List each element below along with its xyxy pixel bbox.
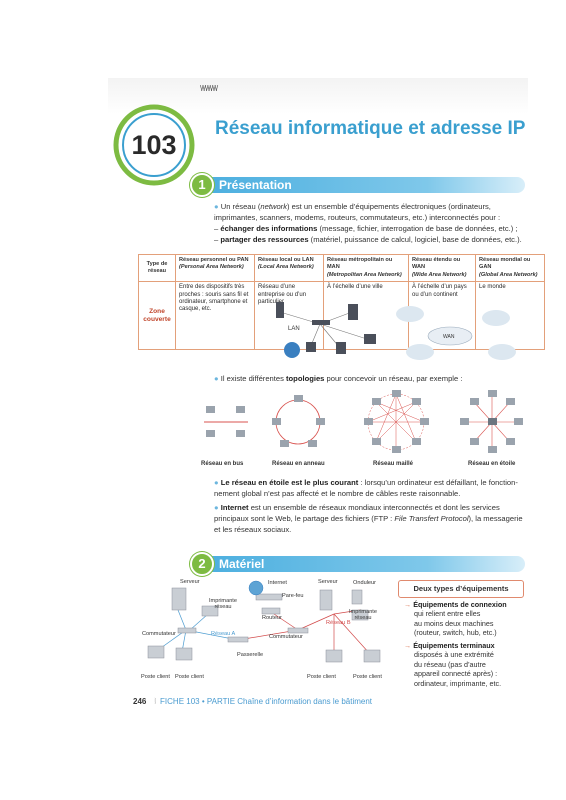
label-internet: Internet — [268, 580, 287, 586]
zone-pan: Entre des dispositifs très proches : sou… — [175, 281, 255, 351]
label-onduleur: Onduleur — [353, 580, 377, 586]
equipment-connexion: → Équipements de connexion qui relient e… — [404, 600, 507, 638]
server-icon — [336, 342, 346, 354]
col-wan-header: Réseau étendu ou WAN(Wide Area Network) — [408, 253, 476, 283]
section-1-number: 1 — [190, 173, 214, 197]
computer-icon — [206, 406, 215, 413]
laptop-icon — [175, 647, 193, 661]
printer-icon — [351, 609, 369, 621]
footer-fiche: FICHE 103 — [160, 697, 200, 706]
printer-icon — [306, 342, 316, 352]
label-commutateur2: Commutateur — [269, 634, 303, 640]
row-header-type: Type de réseau — [138, 253, 176, 283]
computer-icon — [236, 430, 245, 437]
gateway-icon — [227, 636, 249, 643]
laptop-icon — [363, 649, 381, 663]
label-client4: Poste client — [353, 674, 382, 680]
laptop-icon — [147, 645, 165, 659]
fiche-number-badge: 103 — [113, 104, 195, 186]
ups-icon — [351, 589, 363, 605]
server-icon — [171, 587, 187, 611]
col-man-header: Réseau métropolitain ou MAN(Metropolitan… — [323, 253, 409, 283]
ring-topology — [272, 395, 325, 447]
label-passerelle: Passerelle — [237, 652, 264, 658]
caption-mesh: Réseau maillé — [373, 461, 414, 467]
section-2-number: 2 — [190, 552, 214, 576]
computer-icon — [236, 406, 245, 413]
caption-star: Réseau en étoile — [468, 461, 516, 467]
topologies-diagram — [204, 390, 523, 453]
router-icon — [261, 607, 281, 615]
caption-ring: Réseau en anneau — [272, 461, 325, 467]
page-footer: 246⦚FICHE 103 • PARTIE Chaîne d’informat… — [133, 697, 373, 706]
hardware-diagram — [147, 580, 381, 663]
label-client2: Poste client — [175, 674, 204, 680]
intro-paragraph: ● Un réseau (network) est un ensemble d’… — [214, 202, 522, 244]
arrow-icon: → — [404, 600, 412, 609]
label-parefeu: Pare-feu — [282, 593, 304, 599]
col-gan-header: Réseau mondial ou GAN(Global Area Networ… — [475, 253, 545, 283]
label-imprimante1: Imprimante réseau — [209, 598, 237, 610]
section-1-bar — [199, 177, 525, 193]
laptop-icon — [325, 649, 343, 663]
tower-icon — [348, 304, 358, 320]
monitor-icon — [364, 334, 376, 344]
network-illustration: LAN WAN — [276, 302, 516, 360]
switch-icon — [312, 320, 330, 325]
internet-paragraph: ● Internet est un ensemble de réseaux mo… — [214, 503, 523, 534]
section-1-title: Présentation — [219, 178, 292, 192]
topologies-intro: ● Il existe différentes pour concevoir u… — [214, 374, 463, 383]
printer-icon — [201, 605, 219, 617]
bus-topology — [204, 406, 248, 437]
col-lan-header: Réseau local ou LAN(Local Area Network) — [254, 253, 324, 283]
tower-icon — [276, 302, 284, 318]
section-2-title: Matériel — [219, 557, 265, 571]
globe-icon — [248, 580, 264, 596]
switch-icon — [177, 627, 197, 634]
computer-icon — [206, 430, 215, 437]
row-header-zone: Zone couverte — [138, 281, 176, 351]
zone-lan: Réseau d’une entreprise ou d’un particul… — [254, 281, 324, 351]
label-client1: Poste client — [141, 674, 170, 680]
globe-icon — [284, 342, 300, 358]
col-pan-header: Réseau personnel ou PAN(Personal Area Ne… — [175, 253, 255, 283]
equipment-terminaux: → Équipements terminaux disposés à une e… — [404, 641, 502, 688]
page-title: Réseau informatique et adresse IP — [215, 118, 526, 139]
label-reseau-b: Réseau B — [326, 620, 351, 626]
firewall-icon — [255, 593, 283, 601]
star-paragraph: ● Le réseau en étoile est le plus couran… — [214, 478, 518, 498]
page-number: 246 — [133, 697, 147, 706]
header-band — [108, 78, 528, 114]
label-reseau-a: Réseau A — [211, 631, 236, 637]
label-serveur1: Serveur — [180, 579, 200, 585]
equipment-types-box-title: Deux types d’équipements — [398, 580, 524, 598]
label-client3: Poste client — [307, 674, 336, 680]
section-2-bar — [199, 556, 525, 572]
zone-gan: Le monde — [475, 281, 545, 351]
fiche-number: 103 — [131, 130, 176, 160]
zigzag-decoration: \/\/\/\/\/\/\/ — [200, 84, 218, 93]
label-commutateur1: Commutateur — [142, 631, 176, 637]
caption-bus: Réseau en bus — [201, 461, 244, 467]
svg-text:LAN: LAN — [288, 326, 300, 332]
arrow-icon: → — [404, 641, 412, 650]
switch-icon — [287, 627, 309, 634]
server-icon — [319, 589, 333, 611]
label-imprimante2: Imprimante réseau — [349, 609, 377, 621]
label-serveur2: Serveur — [318, 579, 338, 585]
network-types-table: Type de réseau Réseau personnel ou PAN(P… — [138, 253, 545, 351]
label-routeur: Routeur — [262, 615, 282, 621]
svg-text:WAN: WAN — [443, 334, 455, 340]
